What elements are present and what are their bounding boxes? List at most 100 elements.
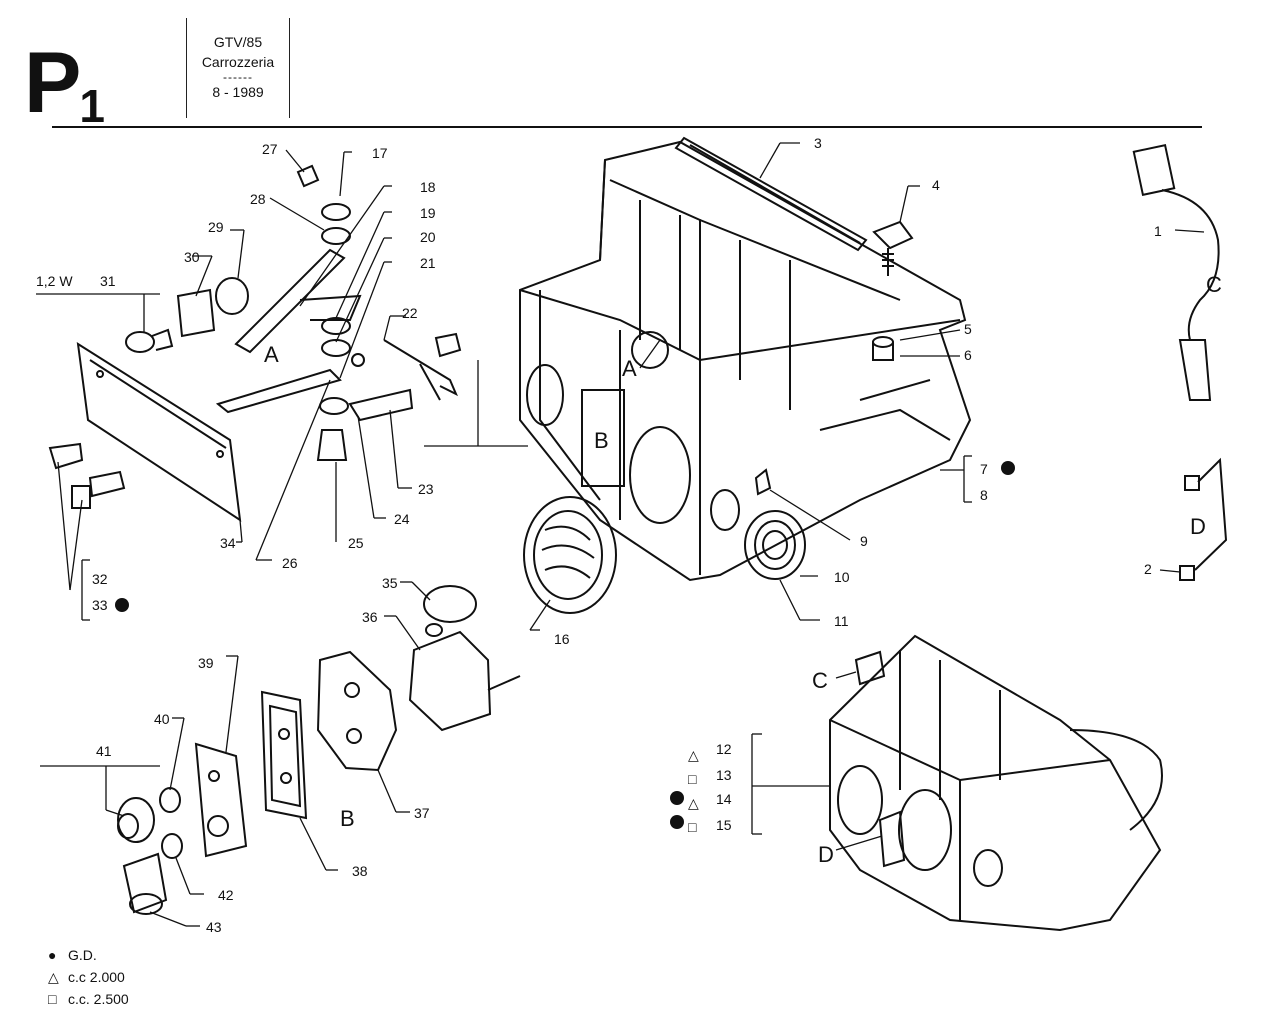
- leader-lines: [36, 142, 1205, 927]
- label-n33: 33: [92, 597, 108, 613]
- header-rule: [52, 126, 1202, 128]
- label-n37: 37: [414, 805, 430, 821]
- part-38-label-plate: [260, 690, 308, 820]
- label-n14: 14: [716, 791, 732, 807]
- part-1-wiring-harness: [1132, 143, 1220, 401]
- version-triangle-icon: △: [688, 747, 699, 763]
- legend-text: G.D.: [68, 947, 97, 963]
- section-name: Carrozzeria: [201, 54, 275, 70]
- legend-row-gd: ● G.D.: [48, 944, 129, 966]
- label-n35: 35: [382, 575, 398, 591]
- part-9-nipple: [754, 468, 772, 496]
- part-5-6-grommet: [872, 336, 894, 361]
- page-code: P1: [24, 40, 105, 132]
- label-n32: 32: [92, 571, 108, 587]
- heater-housing: [519, 140, 972, 582]
- label-n17: 17: [372, 145, 388, 161]
- label-n18: 18: [420, 179, 436, 195]
- label-n15: 15: [716, 817, 732, 833]
- part-16-air-vent: [523, 496, 617, 614]
- part-35-rotary-switch: [423, 585, 477, 637]
- label-n38: 38: [352, 863, 368, 879]
- view-letter-c: C: [812, 668, 828, 693]
- view-letter-a: A: [622, 356, 637, 381]
- title-block: GTV/85 Carrozzeria ------ 8 - 1989: [186, 18, 290, 118]
- legend: ● G.D. △c.c 2.000 □ c.c. 2.500: [48, 944, 129, 1010]
- gd-dot-14: [670, 791, 684, 805]
- label-n22: 22: [402, 305, 418, 321]
- parts-22-24-linkage: [348, 332, 462, 422]
- label-n43: 43: [206, 919, 222, 935]
- legend-row-2000: △c.c 2.000: [48, 966, 129, 988]
- part-39-control-plate: [194, 742, 248, 858]
- version-square-icon: □: [688, 771, 697, 787]
- label-n6: 6: [964, 347, 972, 363]
- label-n2: 2: [1144, 561, 1152, 577]
- label-n5: 5: [964, 321, 972, 337]
- part-36-motor-unit: [408, 630, 521, 732]
- label-n39: 39: [198, 655, 214, 671]
- view-letter-a: A: [264, 342, 279, 367]
- label-n29: 29: [208, 219, 224, 235]
- label-n34: 34: [220, 535, 236, 551]
- label-n9: 9: [860, 533, 868, 549]
- label-n20: 20: [420, 229, 436, 245]
- label-n28: 28: [250, 191, 266, 207]
- label-n31: 31: [100, 273, 116, 289]
- label-n40: 40: [154, 711, 170, 727]
- label-n8: 8: [980, 487, 988, 503]
- part-3-seal-strip: [674, 136, 868, 252]
- legend-row-2500: □ c.c. 2.500: [48, 988, 129, 1010]
- label-n26: 26: [282, 555, 298, 571]
- title-separator: ------: [223, 70, 253, 84]
- issue-date: 8 - 1989: [212, 84, 264, 100]
- part-11-round-vent: [744, 510, 806, 580]
- view-letter-d: D: [1190, 514, 1206, 539]
- assembled-heater-unit: [829, 634, 1163, 932]
- view-letter-d: D: [818, 842, 834, 867]
- label-n41: 41: [96, 743, 112, 759]
- gd-dot-15: [670, 815, 684, 829]
- view-letter-c: C: [1206, 272, 1222, 297]
- label-n1: 1: [1154, 223, 1162, 239]
- label-n27: 27: [262, 141, 278, 157]
- label-n19: 19: [420, 205, 436, 221]
- label-n3: 3: [814, 135, 822, 151]
- part-2-wiring-harness: [1179, 457, 1228, 581]
- legend-text: c.c. 2.500: [68, 991, 129, 1007]
- gd-markers: [115, 461, 1015, 829]
- view-letter-b: B: [340, 806, 355, 831]
- parts-40-43-knobs: [117, 787, 183, 915]
- label-n24: 24: [394, 511, 410, 527]
- version-triangle-icon: △: [688, 795, 699, 811]
- parts-29-31-bulb-assembly: [125, 277, 249, 353]
- label-n11: 11: [834, 613, 849, 629]
- part-number-labels: 1234567891011121314151617181920212223242…: [36, 135, 1222, 935]
- model-name: GTV/85: [213, 34, 263, 50]
- gd-dot-7: [1001, 461, 1015, 475]
- label-n12: 12: [716, 741, 732, 757]
- label-n13: 13: [716, 767, 732, 783]
- label-n30: 30: [184, 249, 200, 265]
- version-square-icon: □: [688, 819, 697, 835]
- label-n42: 42: [218, 887, 234, 903]
- label-n10: 10: [834, 569, 850, 585]
- label-n23: 23: [418, 481, 434, 497]
- label-n36: 36: [362, 609, 378, 625]
- label-n7: 7: [980, 461, 988, 477]
- legend-square-icon: □: [48, 991, 57, 1007]
- part-4-clip: [872, 220, 914, 276]
- label-n4: 4: [932, 177, 940, 193]
- page-code-letter: P: [24, 35, 81, 131]
- label-n25: 25: [348, 535, 364, 551]
- label-watt: 1,2 W: [36, 273, 73, 289]
- label-n21: 21: [420, 255, 436, 271]
- legend-text: c.c 2.000: [68, 969, 125, 985]
- gd-dot-33: [115, 598, 129, 612]
- view-letter-b: B: [594, 428, 609, 453]
- label-n16: 16: [554, 631, 570, 647]
- legend-dot-icon: ●: [48, 947, 57, 963]
- page-code-number: 1: [79, 80, 105, 132]
